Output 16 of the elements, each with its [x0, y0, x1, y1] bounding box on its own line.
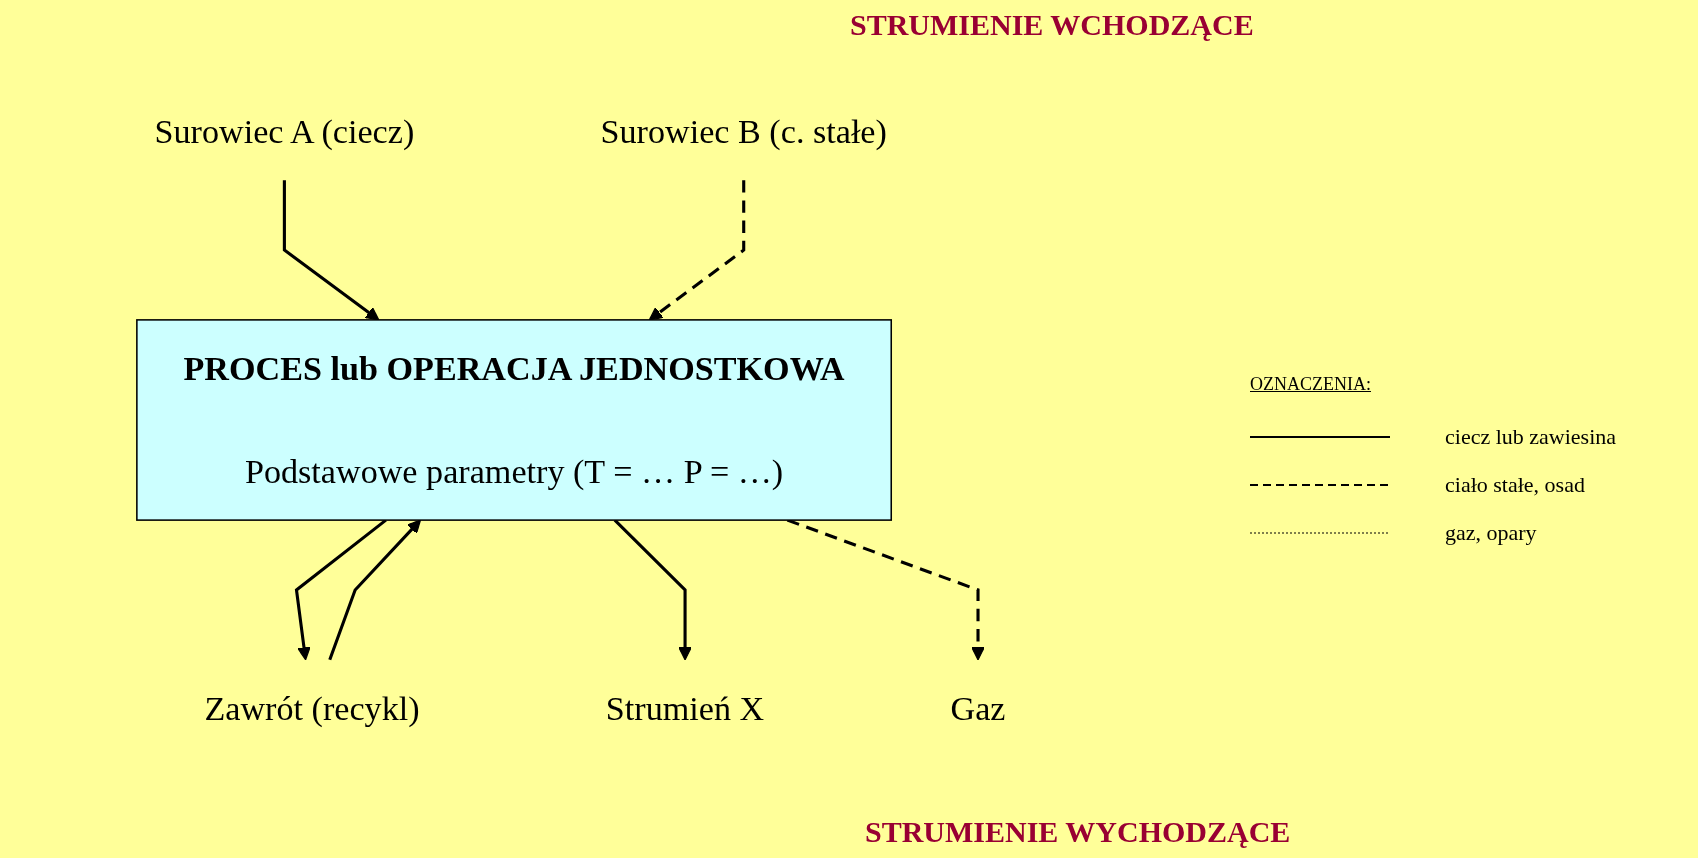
arrow — [648, 180, 746, 321]
section-heading: STRUMIENIE WYCHODZĄCE — [865, 815, 1291, 849]
node-text: Surowiec A (ciecz) — [154, 111, 415, 151]
node-text: Strumień X — [605, 689, 765, 729]
arrow — [282, 180, 380, 321]
section-heading: STRUMIENIE WCHODZĄCE — [850, 8, 1254, 42]
node-box: PROCES lub OPERACJA JEDNOSTKOWA Podstawowe parametry (T = … P = …) — [136, 319, 892, 521]
node-text: Zawrót (recykl) — [204, 689, 420, 729]
node-text: Surowiec B (c. stałe) — [600, 111, 887, 151]
legend-text: ciecz lub zawiesina — [1445, 424, 1616, 450]
legend-heading: OZNACZENIA: — [1250, 374, 1371, 395]
legend-text: ciało stałe, osad — [1445, 472, 1585, 498]
legend-text: gaz, opary — [1445, 520, 1537, 546]
node-text: Gaz — [950, 689, 1006, 729]
arrow — [613, 519, 692, 661]
arrow — [328, 519, 422, 661]
